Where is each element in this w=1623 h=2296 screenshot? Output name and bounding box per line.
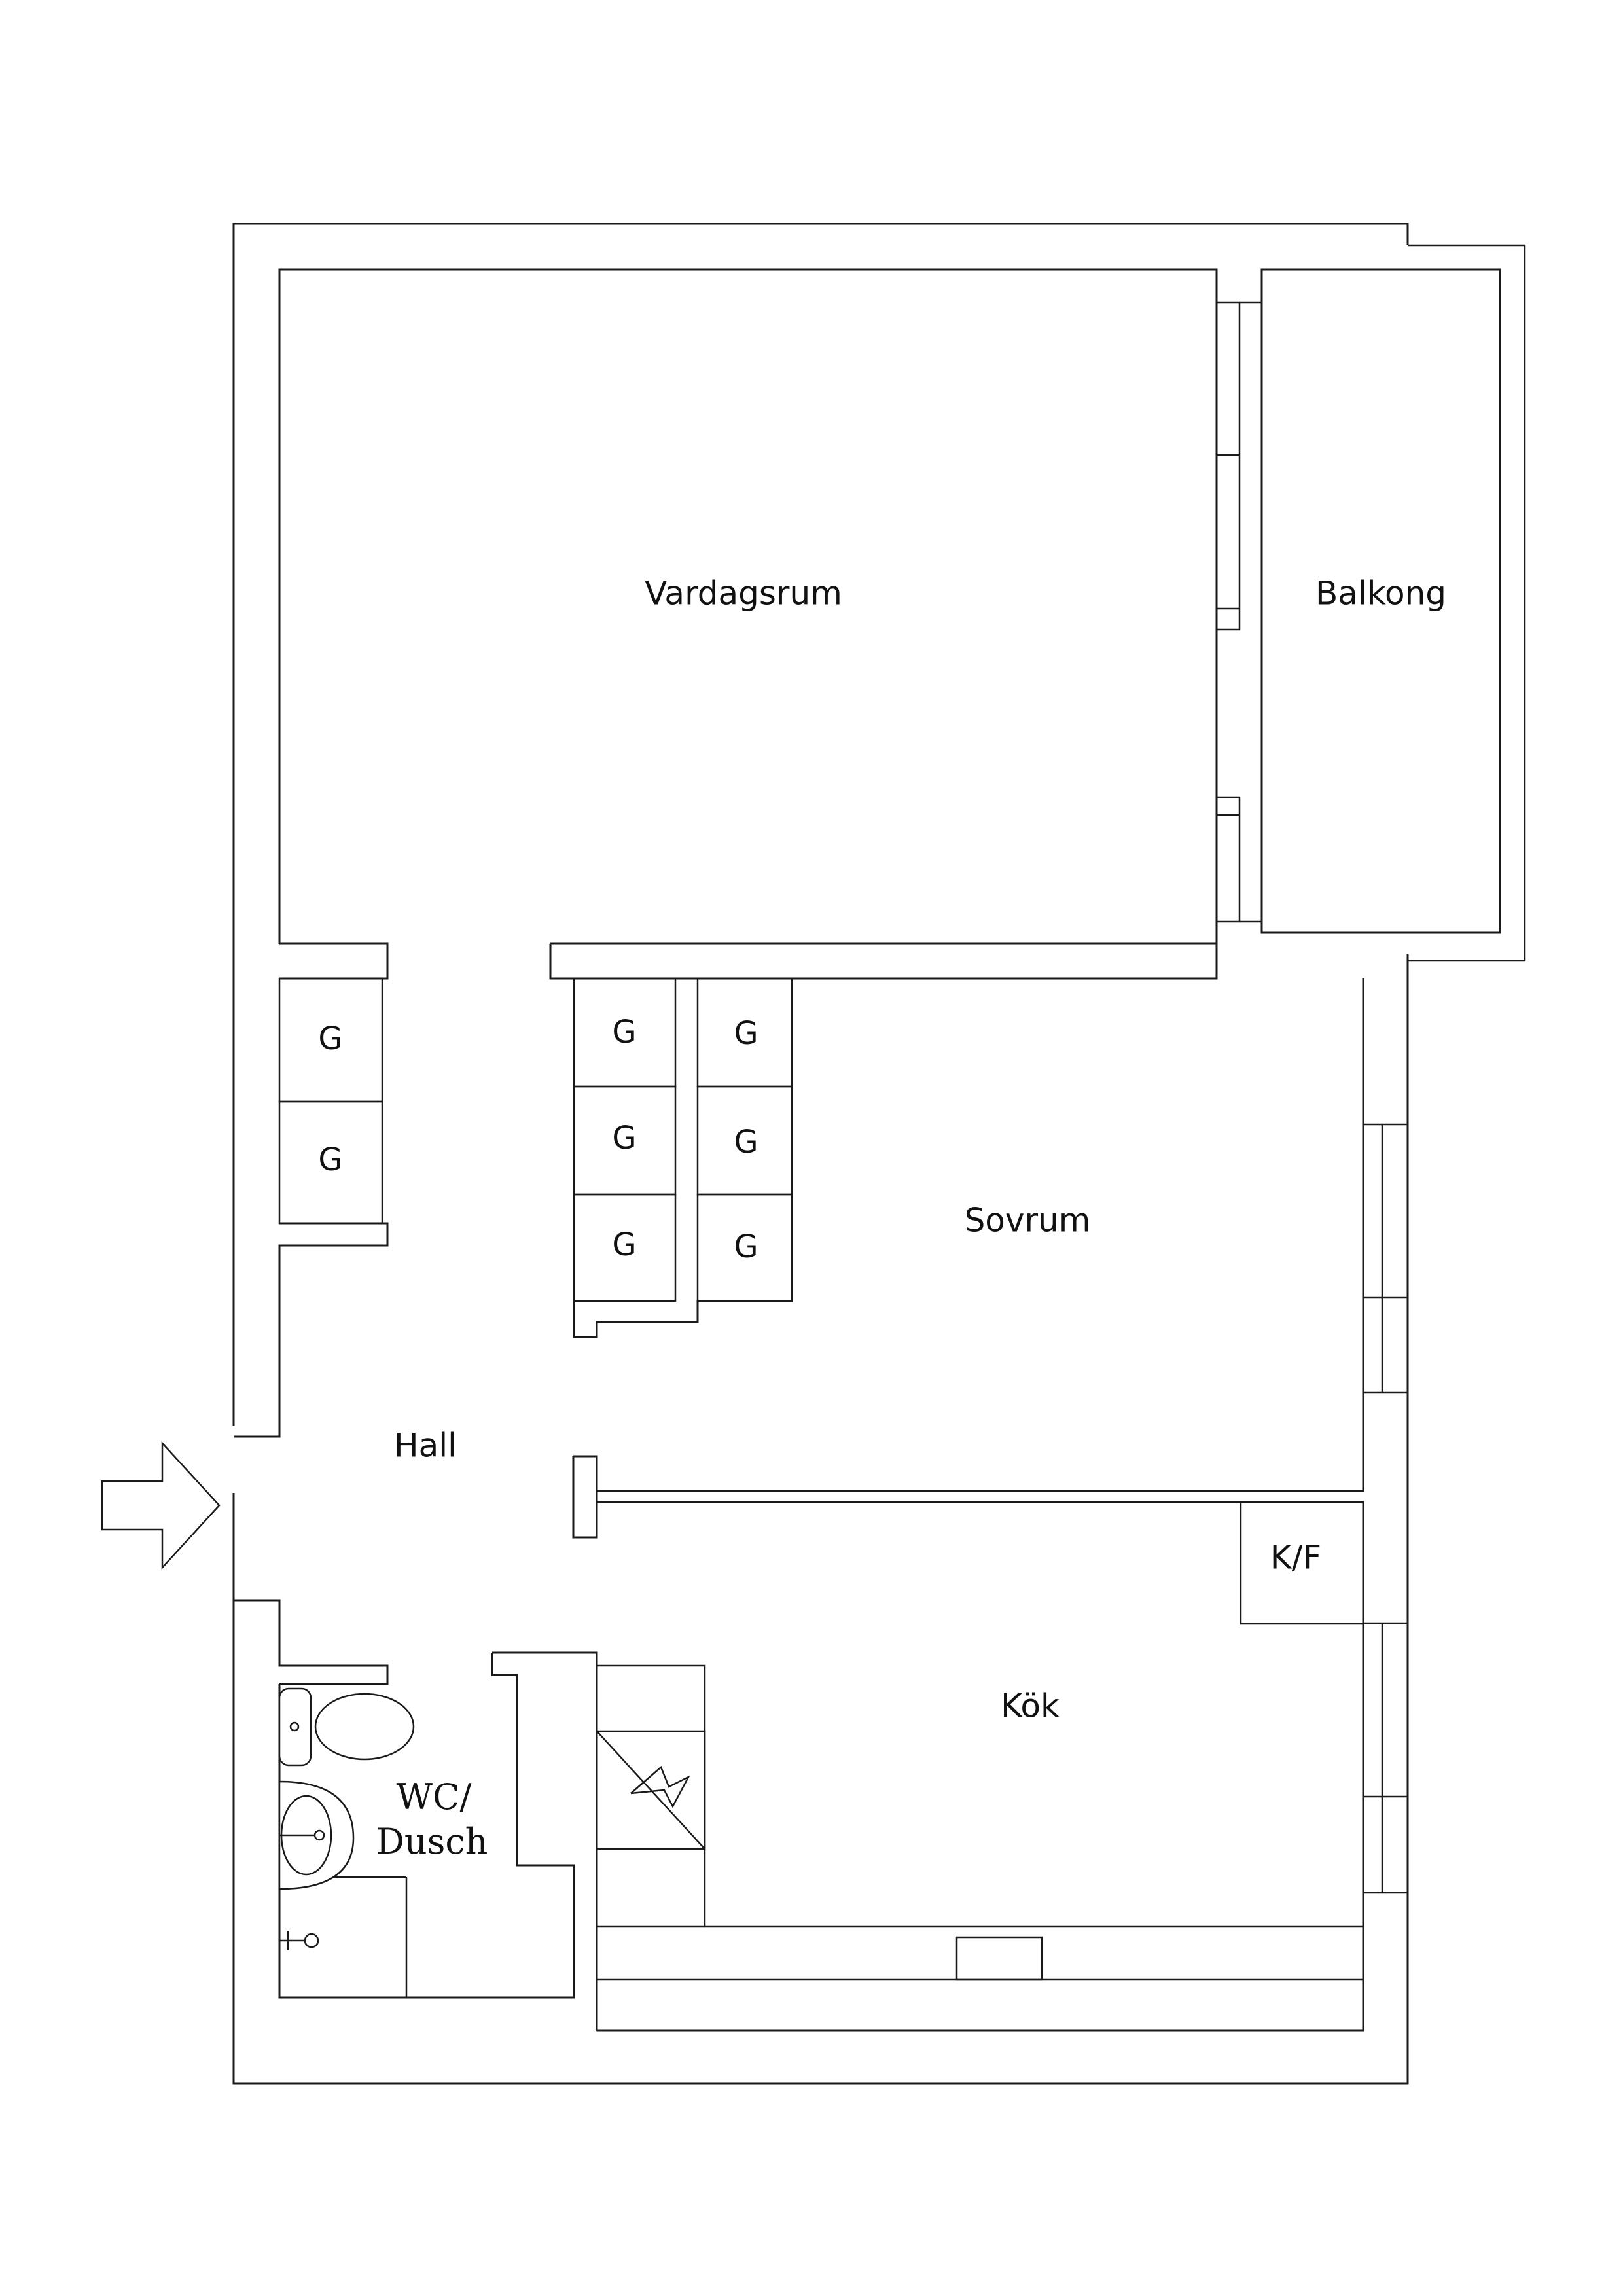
- window: [1215, 796, 1241, 923]
- living-room-label: Vardagsrum: [645, 575, 842, 613]
- window: [1215, 301, 1241, 631]
- window: [1362, 1123, 1409, 1394]
- wardrobe: [573, 1193, 677, 1302]
- wardrobe-label: G: [612, 1227, 636, 1263]
- wardrobe-label: G: [318, 1141, 342, 1178]
- oven: [955, 1936, 1043, 1981]
- toilet-icon: [278, 1687, 415, 1767]
- fridge-freezer-box: [1240, 1501, 1364, 1625]
- hall-label: Hall: [394, 1427, 457, 1465]
- kitchen-label: Kök: [1001, 1687, 1060, 1725]
- bedroom-label: Sovrum: [965, 1202, 1091, 1240]
- fridge-freezer-label: K/F: [1270, 1539, 1321, 1577]
- bathroom-label-line1: WC/: [396, 1776, 472, 1818]
- electric-panel-icon: [596, 1730, 706, 1850]
- bedroom-walls: [549, 942, 1409, 2032]
- hall-walls: [234, 942, 598, 1685]
- wardrobe-label: G: [612, 1120, 636, 1157]
- entrance-arrow-icon: [101, 1441, 221, 1570]
- wardrobe-label: G: [612, 1014, 636, 1050]
- wardrobe: [696, 1193, 793, 1302]
- wardrobe-label: G: [734, 1229, 758, 1265]
- outer-walls: [232, 223, 1409, 2085]
- shower-icon: [279, 1931, 319, 1950]
- wardrobe-label: G: [734, 1124, 758, 1160]
- kitchen-walls: [596, 1501, 1364, 2032]
- window: [1362, 1622, 1409, 1894]
- wardrobe-label: G: [318, 1020, 342, 1057]
- sink-icon: [278, 1780, 355, 1890]
- balcony-outline: [1260, 244, 1526, 962]
- bathroom-label-line2: Dusch: [376, 1821, 488, 1862]
- balcony-label: Balkong: [1315, 575, 1446, 613]
- wardrobe-label: G: [734, 1015, 758, 1052]
- counter: [596, 1978, 1364, 2032]
